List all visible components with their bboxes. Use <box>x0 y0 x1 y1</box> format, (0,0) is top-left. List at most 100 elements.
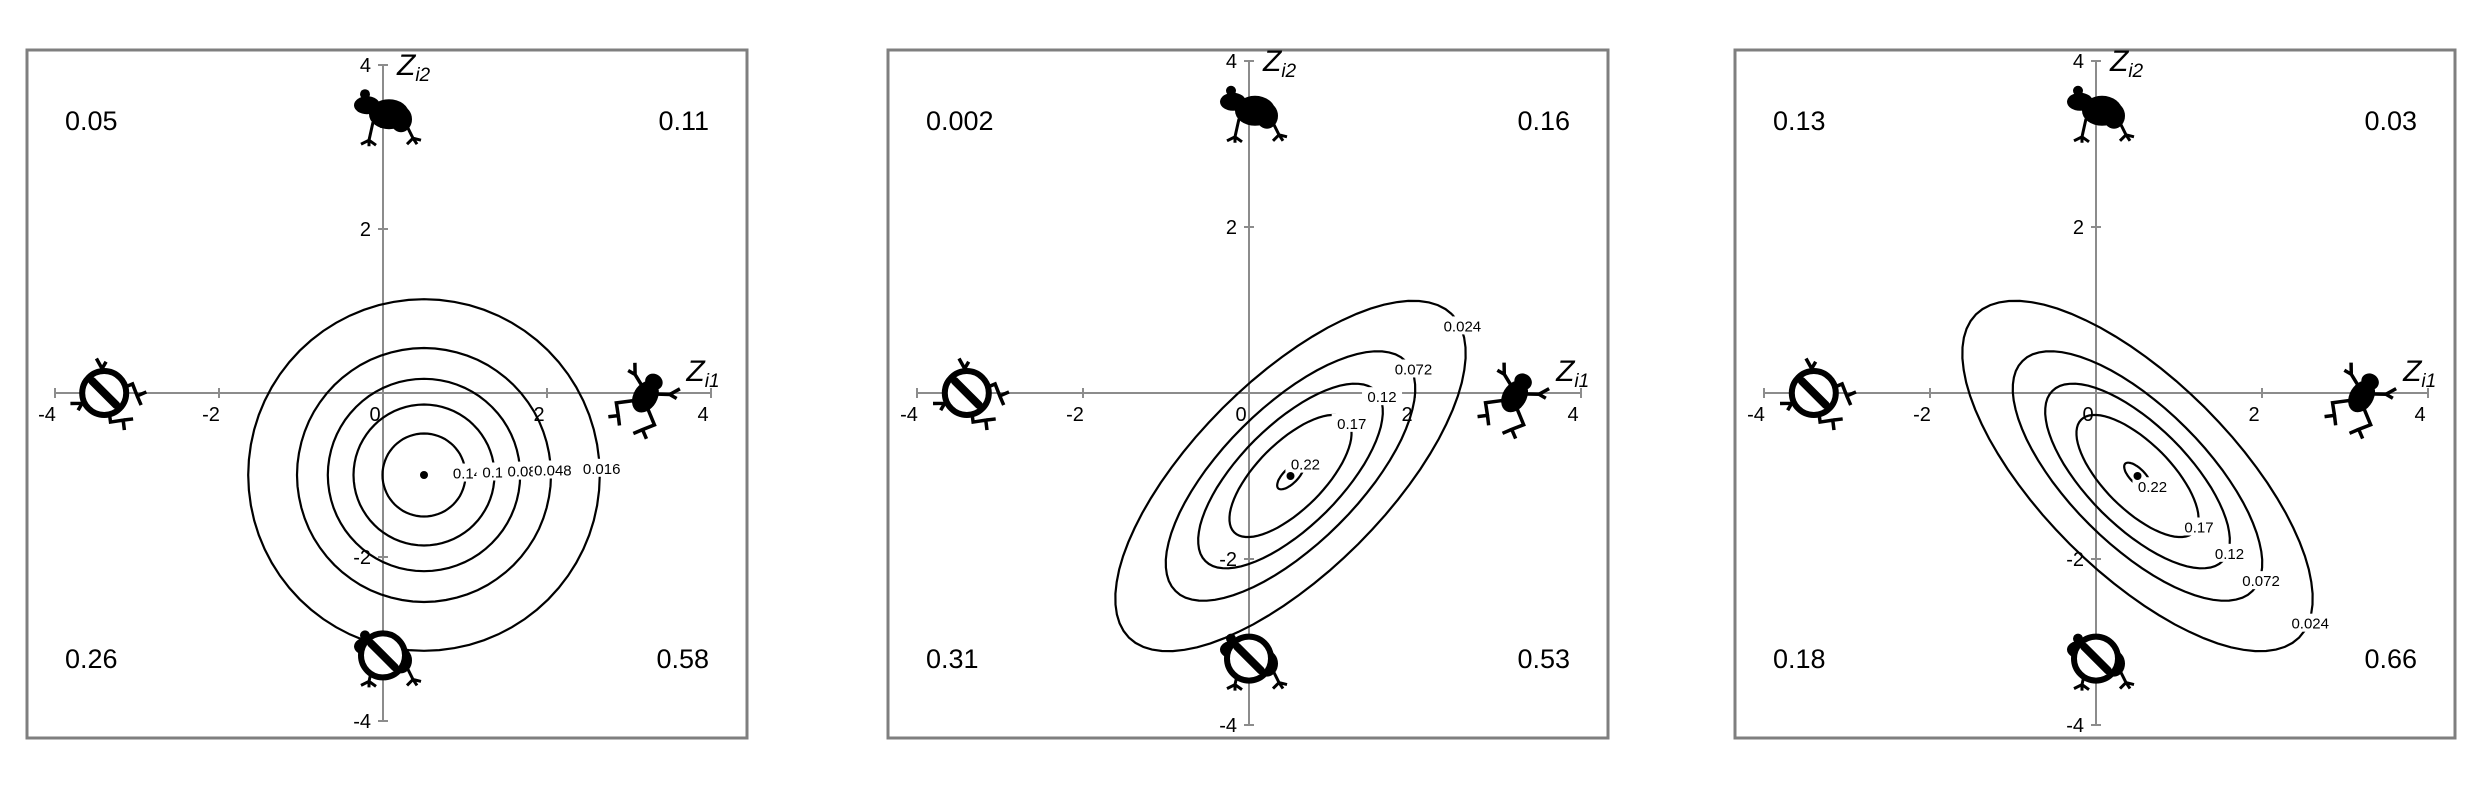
contour-level-label: 0.08 <box>508 464 537 481</box>
contour-line <box>1164 350 1417 602</box>
quadrant-prob-top-right: 0.03 <box>2364 106 2417 136</box>
mean-point <box>1286 472 1295 480</box>
contour-level-label: 0.22 <box>1291 457 1320 474</box>
y-axis-subscript: i2 <box>2128 61 2143 82</box>
frog-shape <box>1218 84 1289 145</box>
panel-frame <box>25 48 749 740</box>
y-tick-label: -2 <box>353 547 371 569</box>
contour-line <box>381 432 467 518</box>
frog-icon-bottom <box>1218 632 1289 693</box>
x-axis-subscript: i1 <box>1574 371 1589 392</box>
y-tick-label: -4 <box>2066 715 2084 737</box>
quadrant-prob-bottom-left: 0.18 <box>1773 644 1826 674</box>
panel-frame <box>1733 48 2457 740</box>
frog-icon-top <box>2065 84 2136 145</box>
x-tick-label: 2 <box>533 404 544 426</box>
contour-label-bg <box>1331 413 1372 432</box>
x-tick-label: -2 <box>1066 404 1084 426</box>
y-tick-label: -4 <box>353 711 371 733</box>
contour-line <box>352 403 496 547</box>
y-axis-title: Zi2 <box>2109 45 2144 82</box>
x-axis-name: Z <box>2402 355 2423 388</box>
x-axis-title: Zi1 <box>685 355 719 392</box>
contour-level-label: 0.072 <box>1395 361 1433 378</box>
contour-line <box>1228 413 1353 539</box>
contour-label-bg <box>1442 316 1483 335</box>
quadrant-prob-bottom-right: 0.53 <box>1517 644 1570 674</box>
mean-point <box>420 471 428 479</box>
panel-frame <box>886 48 1610 740</box>
x-tick-label: -2 <box>1913 404 1931 426</box>
contour-level-label: 0.12 <box>2215 546 2244 563</box>
contour-label-bg <box>2132 477 2173 496</box>
prohibited-slash-icon <box>2080 642 2112 675</box>
quadrant-prob-top-left: 0.05 <box>65 106 118 136</box>
contour-label-bg <box>2290 613 2331 632</box>
contour-line <box>1114 299 1467 653</box>
contour-level-label: 0.17 <box>1337 416 1366 433</box>
contour-level-label: 0.14 <box>453 466 482 483</box>
contour-level-label: 0.22 <box>2138 479 2167 496</box>
contour-line <box>295 346 553 604</box>
y-tick-label: -4 <box>1219 715 1237 737</box>
frog-shape <box>2065 84 2136 145</box>
frog-icon-left <box>66 354 153 438</box>
contour-label-bg <box>581 458 622 477</box>
contour-line <box>2011 350 2264 602</box>
x-axis-subscript: i1 <box>2421 371 2436 392</box>
frog-shape <box>352 87 423 148</box>
frog-shape <box>600 359 684 446</box>
quadrant-prob-bottom-left: 0.31 <box>926 644 979 674</box>
y-tick-label: 2 <box>360 219 371 241</box>
contour-level-label: 0.048 <box>534 463 572 480</box>
contour-label-bg <box>2241 571 2282 590</box>
prohibited-slash-icon <box>950 377 983 409</box>
quadrant-prob-bottom-right: 0.66 <box>2364 644 2417 674</box>
contour-label-bg <box>1362 387 1403 406</box>
frog-shape <box>1469 358 1554 446</box>
y-tick-label: 4 <box>1226 51 1237 73</box>
x-tick-label: -2 <box>202 404 220 426</box>
frog-shape <box>2316 358 2401 446</box>
contour-level-label: 0.024 <box>2291 616 2329 633</box>
x-tick-label: -4 <box>900 404 918 426</box>
frog-icon-right <box>1469 358 1554 446</box>
y-tick-label: -2 <box>1219 549 1237 571</box>
x-axis-name: Z <box>685 355 706 388</box>
x-tick-label: 4 <box>2414 404 2425 426</box>
quadrant-prob-bottom-left: 0.26 <box>65 644 118 674</box>
prohibited-slash-icon <box>367 639 399 672</box>
x-axis-subscript: i1 <box>705 371 720 392</box>
contour-level-label: 0.12 <box>1367 389 1396 406</box>
y-axis-subscript: i2 <box>415 65 430 86</box>
contour-line <box>2044 382 2231 570</box>
frog-icon-right <box>2316 358 2401 446</box>
frog-icon-bottom <box>352 628 423 689</box>
y-axis-name: Z <box>1262 45 1283 78</box>
quadrant-prob-top-left: 0.13 <box>1773 106 1826 136</box>
contour-line <box>2075 413 2200 539</box>
y-tick-label: 2 <box>2073 217 2084 239</box>
quadrant-prob-top-right: 0.11 <box>658 106 709 136</box>
x-tick-label: 4 <box>1567 404 1578 426</box>
contour-level-label: 0.016 <box>583 461 621 478</box>
y-tick-label: 4 <box>2073 51 2084 73</box>
prohibited-slash-icon <box>88 377 121 409</box>
contour-label-bg <box>2209 543 2250 562</box>
frog-icon-left <box>1776 354 1863 438</box>
x-tick-label: 0 <box>369 404 380 426</box>
y-tick-label: -2 <box>2066 549 2084 571</box>
prohibited-slash-icon <box>1233 642 1265 675</box>
y-tick-label: 4 <box>360 55 371 77</box>
contour-label-bg <box>532 460 573 479</box>
contour-level-label: 0.17 <box>2184 519 2213 536</box>
quadrant-prob-top-left: 0.002 <box>926 106 994 136</box>
frog-icon-left <box>929 354 1016 438</box>
frog-icon-right <box>600 359 684 446</box>
contour-level-label: 0.072 <box>2242 573 2280 590</box>
contour-label-bg <box>1285 454 1326 473</box>
